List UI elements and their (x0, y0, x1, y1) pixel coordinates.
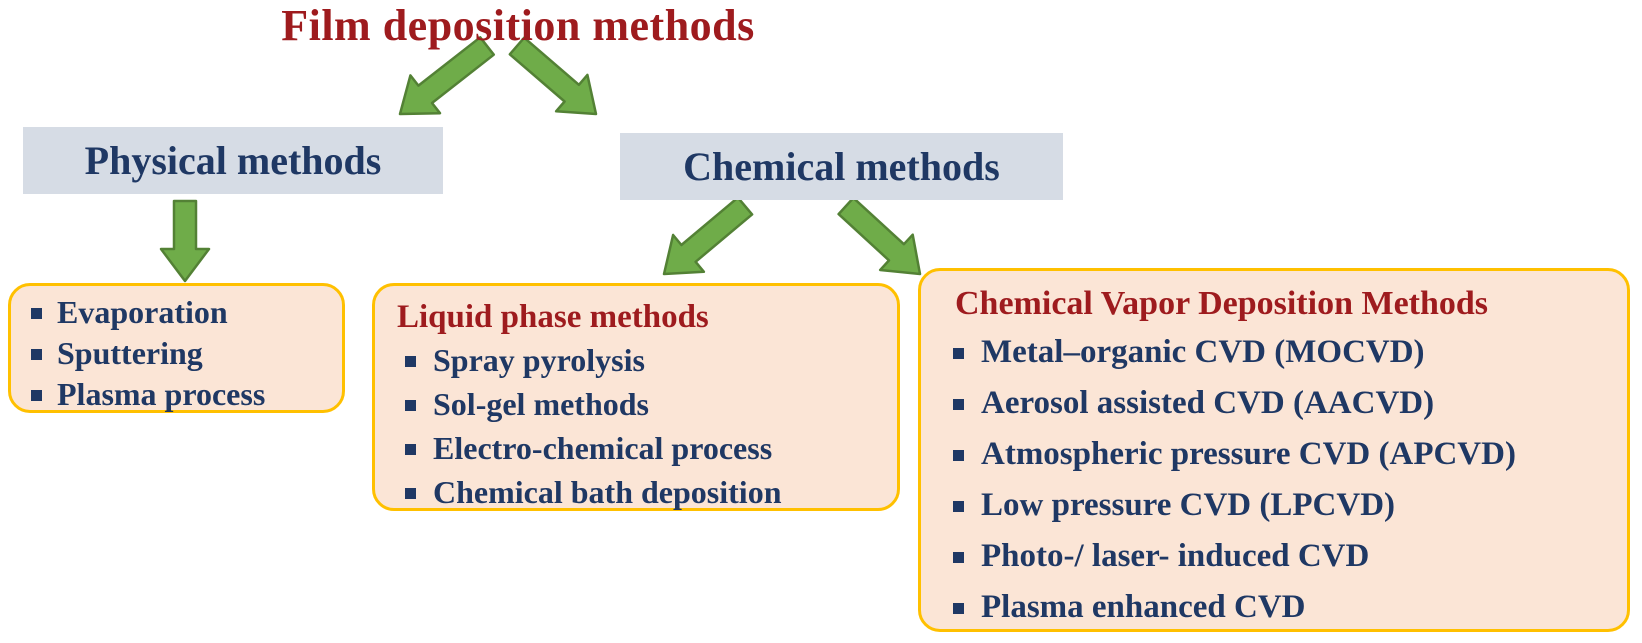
list-item-label: Aerosol assisted CVD (AACVD) (981, 385, 1435, 421)
bullet-square-icon (31, 308, 42, 319)
liquid-phase-methods-box: Liquid phase methods Spray pyrolysis Sol… (372, 283, 900, 511)
cvd-methods-box: Chemical Vapor Deposition Methods Metal–… (918, 268, 1630, 632)
bullet-square-icon (953, 399, 964, 410)
physical-methods-label: Physical methods (84, 138, 382, 183)
liquid-phase-methods-title: Liquid phase methods (397, 298, 709, 335)
chemical-methods-label: Chemical methods (683, 144, 1000, 189)
arrow-physical-to-list (159, 199, 211, 283)
bullet-square-icon (405, 355, 416, 367)
arrow-chemical-to-cvd (837, 196, 922, 276)
bullet-square-icon (405, 399, 416, 411)
physical-methods-list: Evaporation Sputtering Plasma process (31, 292, 326, 415)
list-item: Low pressure CVD (LPCVD) (943, 480, 1611, 531)
list-item: Sol-gel methods (395, 382, 881, 426)
cvd-methods-list: Metal–organic CVD (MOCVD) Aerosol assist… (943, 327, 1611, 633)
diagram-title: Film deposition methods (281, 1, 755, 50)
cvd-methods-title: Chemical Vapor Deposition Methods (955, 285, 1489, 322)
liquid-phase-methods-list: Spray pyrolysis Sol-gel methods Electro-… (395, 338, 881, 514)
physical-methods-box: Evaporation Sputtering Plasma process (8, 283, 345, 413)
list-item-label: Sputtering (57, 335, 203, 371)
bullet-square-icon (953, 552, 964, 563)
list-item: Electro-chemical process (395, 426, 881, 470)
list-item-label: Metal–organic CVD (MOCVD) (981, 334, 1425, 370)
list-item: Sputtering (31, 333, 326, 374)
bullet-square-icon (31, 349, 42, 360)
bullet-square-icon (405, 443, 416, 455)
list-item-label: Photo-/ laser- induced CVD (981, 538, 1370, 574)
list-item: Metal–organic CVD (MOCVD) (943, 327, 1611, 378)
list-item-label: Atmospheric pressure CVD (APCVD) (981, 436, 1516, 472)
arrow-chemical-to-liquid (662, 196, 754, 276)
list-item-label: Sol-gel methods (433, 385, 649, 422)
bullet-square-icon (953, 450, 964, 461)
list-item-label: Low pressure CVD (LPCVD) (981, 487, 1396, 523)
list-item-label: Electro-chemical process (433, 429, 773, 466)
bullet-square-icon (31, 390, 42, 401)
list-item: Plasma enhanced CVD (943, 582, 1611, 633)
list-item: Photo-/ laser- induced CVD (943, 531, 1611, 582)
list-item: Evaporation (31, 292, 326, 333)
physical-methods-header: Physical methods (23, 127, 443, 194)
list-item-label: Evaporation (57, 294, 228, 330)
bullet-square-icon (953, 603, 964, 614)
bullet-square-icon (405, 487, 416, 499)
list-item: Chemical bath deposition (395, 470, 881, 514)
list-item-label: Spray pyrolysis (433, 341, 645, 378)
list-item: Spray pyrolysis (395, 338, 881, 382)
list-item-label: Chemical bath deposition (433, 473, 782, 510)
list-item-label: Plasma enhanced CVD (981, 589, 1306, 625)
chemical-methods-header: Chemical methods (620, 133, 1063, 200)
list-item: Aerosol assisted CVD (AACVD) (943, 378, 1611, 429)
bullet-square-icon (953, 348, 964, 359)
list-item: Atmospheric pressure CVD (APCVD) (943, 429, 1611, 480)
list-item: Plasma process (31, 374, 326, 415)
bullet-square-icon (953, 501, 964, 512)
list-item-label: Plasma process (57, 376, 266, 412)
